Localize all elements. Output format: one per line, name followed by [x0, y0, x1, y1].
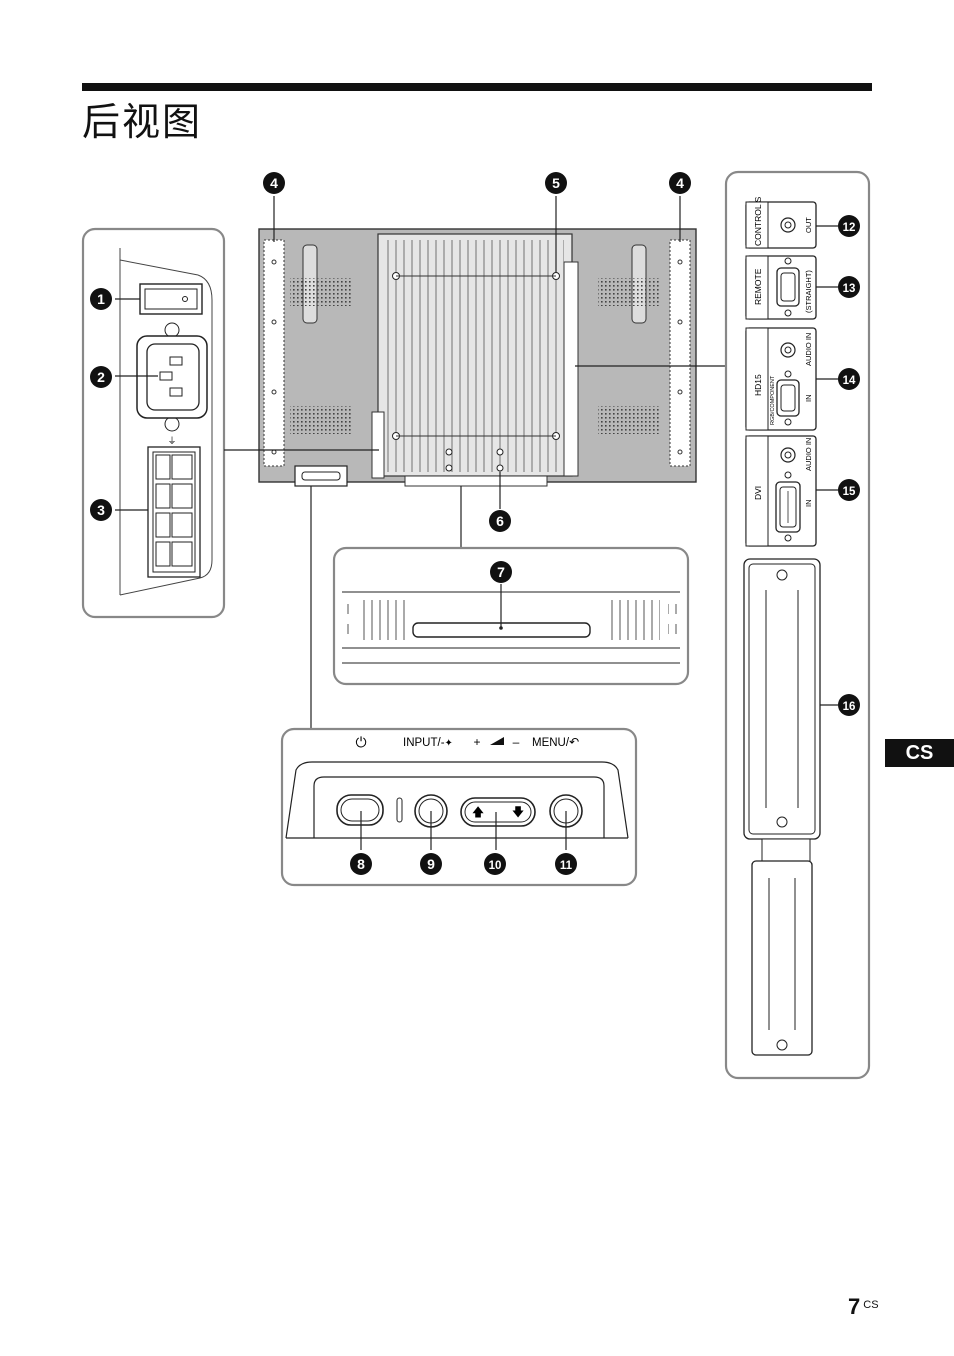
connector-panel: CONTROL S OUT REMOTE (STRAIGHT) HD15 RGB…: [724, 170, 871, 1080]
remote-note: (STRAIGHT): [804, 270, 813, 313]
callout-number: 10: [489, 860, 502, 872]
input-label: INPUT/-✦: [403, 737, 453, 749]
callout-number: 15: [843, 486, 856, 498]
callout-14: 14: [838, 368, 860, 390]
callout-number: 3: [97, 502, 105, 518]
callout-number: 14: [843, 375, 856, 387]
callout-number: 6: [496, 513, 504, 529]
ac-in-socket[interactable]: [136, 322, 208, 432]
control-s-out-label: OUT: [804, 217, 813, 233]
callout-number: 9: [427, 856, 435, 872]
power-symbol: ⏻: [355, 734, 366, 750]
callout-number: 4: [270, 175, 278, 191]
callout-number: 4: [676, 175, 684, 191]
callout-number: 16: [843, 701, 856, 713]
dvi-audio-in-jack[interactable]: [780, 447, 796, 463]
volume-minus-label: –: [513, 735, 520, 749]
hd15-rgb-in-port[interactable]: [776, 379, 800, 417]
callout-15: 15: [838, 479, 860, 501]
svg-text:⏚: ⏚: [167, 436, 176, 446]
top-rule: [82, 83, 872, 91]
power-detail-panel: ⏚: [81, 227, 226, 619]
callout-5: 5: [545, 172, 567, 194]
monitor-rear: [258, 228, 697, 487]
callout-13: 13: [838, 276, 860, 298]
remote-port[interactable]: [776, 267, 800, 307]
volume-ramp-icon: [490, 737, 504, 745]
language-tab: CS: [885, 739, 954, 767]
dvi-in-label: IN: [804, 500, 813, 508]
callout-10: 10: [484, 853, 506, 875]
callout-number: 12: [843, 222, 856, 234]
stand-slot-detail: [332, 546, 690, 686]
callout-12: 12: [838, 215, 860, 237]
hd15-sub-label: RGB/COMPONENT: [770, 375, 776, 425]
callout-2: 2: [90, 366, 112, 388]
menu-label: MENU/↶: [532, 735, 579, 749]
callout-number: 11: [560, 860, 573, 872]
volume-plus-label: +: [473, 735, 480, 749]
hd15-audio-label: AUDIO IN: [804, 333, 813, 366]
callout-4: 4: [669, 172, 691, 194]
control-button-panel: ⏻ INPUT/-✦ + – MENU/↶ 🡅 🡇: [280, 727, 638, 887]
main-power-switch[interactable]: [139, 283, 203, 315]
callout-number: 7: [497, 564, 505, 580]
callout-11: 11: [555, 853, 577, 875]
option-slot[interactable]: [743, 558, 838, 840]
control-s-label: CONTROL S: [753, 196, 763, 246]
callout-1: 1: [90, 288, 112, 310]
callout-4: 4: [263, 172, 285, 194]
callout-8: 8: [350, 853, 372, 875]
hd15-in-label: IN: [804, 395, 813, 403]
volume-rocker-button[interactable]: [460, 797, 536, 827]
callout-number: 5: [552, 175, 560, 191]
callout-16: 16: [838, 694, 860, 716]
callout-number: 2: [97, 369, 105, 385]
callout-number: 8: [357, 856, 365, 872]
speaker-terminals[interactable]: ⏚: [147, 436, 201, 578]
hd15-audio-in-jack[interactable]: [780, 342, 796, 358]
callout-7: 7: [490, 561, 512, 583]
callout-6: 6: [489, 510, 511, 532]
callout-number: 13: [843, 283, 856, 295]
callout-3: 3: [90, 499, 112, 521]
dvi-label: DVI: [753, 486, 763, 500]
control-s-out-jack[interactable]: [780, 217, 796, 233]
remote-label: REMOTE: [753, 268, 763, 305]
hd15-label: HD15: [753, 374, 763, 396]
volume-down-arrow-icon: 🡇: [512, 805, 524, 819]
dvi-audio-label: AUDIO IN: [804, 438, 813, 471]
callout-9: 9: [420, 853, 442, 875]
slot-cover: [751, 838, 813, 1056]
power-button[interactable]: [336, 794, 384, 826]
volume-up-arrow-icon: 🡅: [472, 805, 484, 819]
callout-number: 1: [97, 291, 105, 307]
page-title: 后视图: [82, 100, 203, 144]
